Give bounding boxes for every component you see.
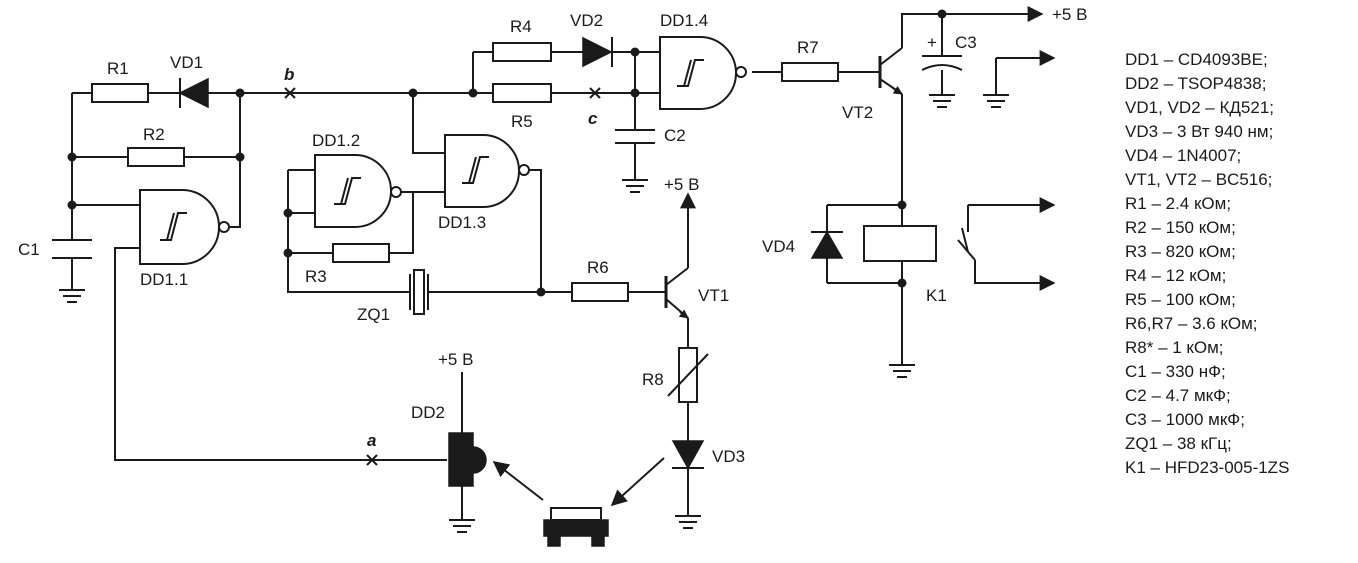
label-node-a: a <box>367 431 376 450</box>
label-r4: R4 <box>510 17 532 36</box>
label-r7: R7 <box>797 38 819 57</box>
parts-list-item: R2 – 150 кОм; <box>1125 218 1236 237</box>
r8-variable-arrow <box>667 353 709 397</box>
c2-capacitor <box>615 129 655 144</box>
vt2-transistor <box>866 47 903 95</box>
r1-resistor <box>91 83 149 103</box>
crystal-zq1 <box>409 269 429 315</box>
dd1-3-gate <box>444 134 530 208</box>
label-c3: C3 <box>955 33 977 52</box>
r7-resistor <box>781 62 839 82</box>
r2-resistor <box>127 147 185 167</box>
dd1-1-gate <box>139 189 230 265</box>
label-c2: C2 <box>664 126 686 145</box>
parts-list-item: VD3 – 3 Вт 940 нм; <box>1125 122 1274 141</box>
label-c1: C1 <box>18 240 40 259</box>
ground-icon <box>675 515 701 529</box>
dd1-4-gate <box>659 36 747 110</box>
ground-icon <box>983 94 1009 108</box>
label-vd2: VD2 <box>570 11 603 30</box>
ground-icon <box>622 179 648 193</box>
label-r8: R8 <box>642 370 664 389</box>
r4-resistor <box>492 42 552 62</box>
parts-list-item: DD1 – CD4093BE; <box>1125 50 1268 69</box>
resistors <box>91 42 839 403</box>
label-r3: R3 <box>305 267 327 286</box>
label-vd3: VD3 <box>712 447 745 466</box>
label-r6: R6 <box>587 258 609 277</box>
vd4-diode <box>810 230 844 259</box>
test-point-crosses <box>284 87 601 466</box>
parts-list-item: R8* – 1 кОм; <box>1125 338 1224 357</box>
label-r2: R2 <box>143 125 165 144</box>
ground-icon <box>59 289 85 303</box>
capacitors <box>52 42 963 259</box>
label-r5: R5 <box>511 112 533 131</box>
ground-icon <box>449 519 475 533</box>
label-node-c: c <box>588 109 598 128</box>
parts-list-item: VD4 – 1N4007; <box>1125 146 1242 165</box>
ground-icon <box>929 94 955 108</box>
parts-list-item: C1 – 330 нФ; <box>1125 362 1226 381</box>
label-node-b: b <box>284 65 294 84</box>
parts-list-item: K1 – HFD23-005-1ZS <box>1125 458 1290 477</box>
parts-list-item: R6,R7 – 3.6 кОм; <box>1125 314 1258 333</box>
label-vt2: VT2 <box>842 103 873 122</box>
parts-list-item: R1 – 2.4 кОм; <box>1125 194 1232 213</box>
label-vd4: VD4 <box>762 237 795 256</box>
label-k1: K1 <box>926 286 947 305</box>
dd1-2-gate <box>314 154 402 228</box>
parts-list-item: R4 – 12 кОм; <box>1125 266 1227 285</box>
label-dd13: DD1.3 <box>438 213 486 232</box>
vt1-transistor <box>652 267 689 319</box>
ground-symbols <box>59 94 1009 533</box>
label-c3-plus: + <box>927 33 937 52</box>
junction-dots <box>67 9 947 297</box>
car-icon <box>543 507 609 547</box>
parts-list-item: C2 – 4.7 мкФ; <box>1125 386 1231 405</box>
parts-list-item: VT1, VT2 – BC516; <box>1125 170 1273 189</box>
parts-list-item: R5 – 100 кОм; <box>1125 290 1236 309</box>
label-r1: R1 <box>107 59 129 78</box>
r5-resistor <box>492 83 552 103</box>
logic-gates <box>139 36 747 265</box>
vd3-diode <box>671 440 705 470</box>
parts-list-item: ZQ1 – 38 кГц; <box>1125 434 1232 453</box>
c1-capacitor <box>52 239 92 259</box>
label-zq1: ZQ1 <box>357 305 390 324</box>
component-labels: R1 VD1 R2 C1 DD1.1 DD1.2 R3 DD1.3 ZQ1 R4… <box>18 5 1087 466</box>
wires <box>71 13 1048 520</box>
c3-capacitor <box>921 42 963 71</box>
label-dd14: DD1.4 <box>660 11 708 30</box>
r3-resistor <box>332 243 390 263</box>
vd2-diode <box>582 36 613 68</box>
label-plus5v-top: +5 В <box>1052 5 1087 24</box>
label-vt1: VT1 <box>698 286 729 305</box>
label-plus5v-vt1: +5 В <box>664 175 699 194</box>
relay-coil-k1 <box>863 225 937 262</box>
diodes <box>178 36 844 470</box>
arrows <box>461 6 1056 507</box>
parts-list: DD1 – CD4093BE; DD2 – TSOP4838; VD1, VD2… <box>1125 48 1350 480</box>
r6-resistor <box>571 282 629 302</box>
label-dd11: DD1.1 <box>140 270 188 289</box>
transistors <box>652 47 903 319</box>
ground-icon <box>889 364 915 378</box>
label-plus5v-dd2: +5 В <box>438 350 473 369</box>
vd1-diode <box>178 77 209 109</box>
parts-list-item: DD2 – TSOP4838; <box>1125 74 1267 93</box>
parts-list-item: R3 – 820 кОм; <box>1125 242 1236 261</box>
label-dd12: DD1.2 <box>312 131 360 150</box>
label-dd2: DD2 <box>411 403 445 422</box>
parts-list-item: C3 – 1000 мкФ; <box>1125 410 1245 429</box>
parts-list-item: VD1, VD2 – КД521; <box>1125 98 1274 117</box>
ir-receiver-dd2 <box>448 432 487 487</box>
label-vd1: VD1 <box>170 53 203 72</box>
